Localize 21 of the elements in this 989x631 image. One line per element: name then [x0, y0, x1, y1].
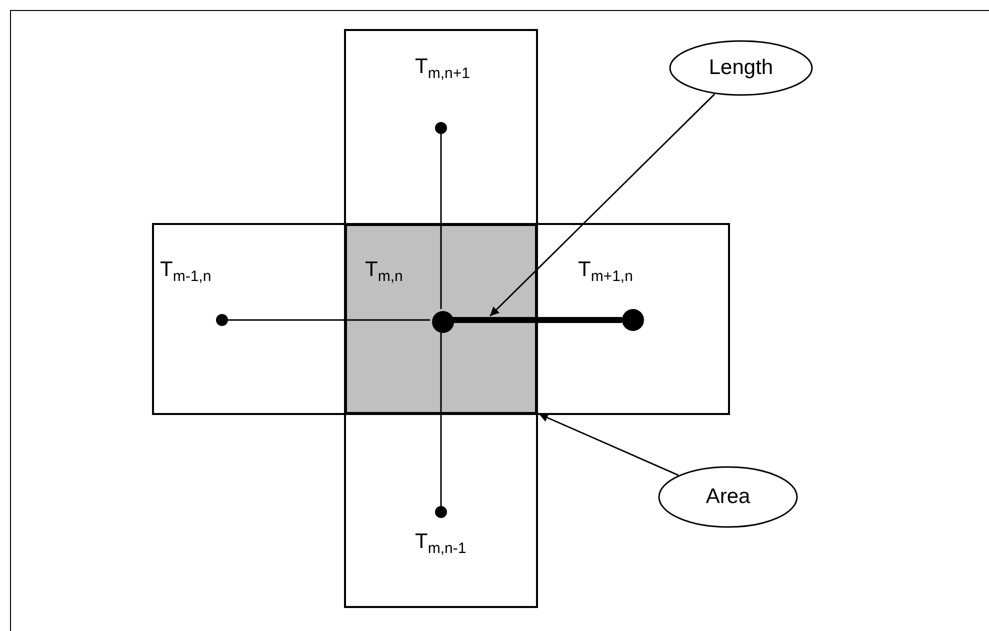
- leader-arrow: [489, 94, 716, 317]
- callout-label: Area: [704, 485, 752, 509]
- point-label: T$_{m,n}$: [365, 258, 403, 286]
- grid-point: [432, 311, 454, 333]
- grid-connection-line: [228, 319, 430, 321]
- shaded-control-volume: [345, 224, 537, 414]
- grid-point: [216, 314, 228, 326]
- grid-connection-line: [440, 134, 442, 309]
- point-label: T$_{m,n-1}$: [415, 530, 466, 558]
- grid-point: [622, 309, 644, 331]
- grid-point: [435, 122, 447, 134]
- point-label: T$_{m-1,n}$: [160, 258, 212, 286]
- grid-connection-line: [452, 317, 622, 323]
- leader-arrow: [538, 413, 679, 476]
- point-label: T$_{m,n+1}$: [415, 55, 470, 82]
- point-label: T$_{m+1,n}$: [578, 258, 633, 286]
- callout-label: Length: [708, 56, 774, 80]
- grid-connection-line: [440, 331, 442, 506]
- ellipse-callout: [669, 40, 813, 96]
- grid-point: [435, 506, 447, 518]
- ellipse-callout: [658, 466, 798, 528]
